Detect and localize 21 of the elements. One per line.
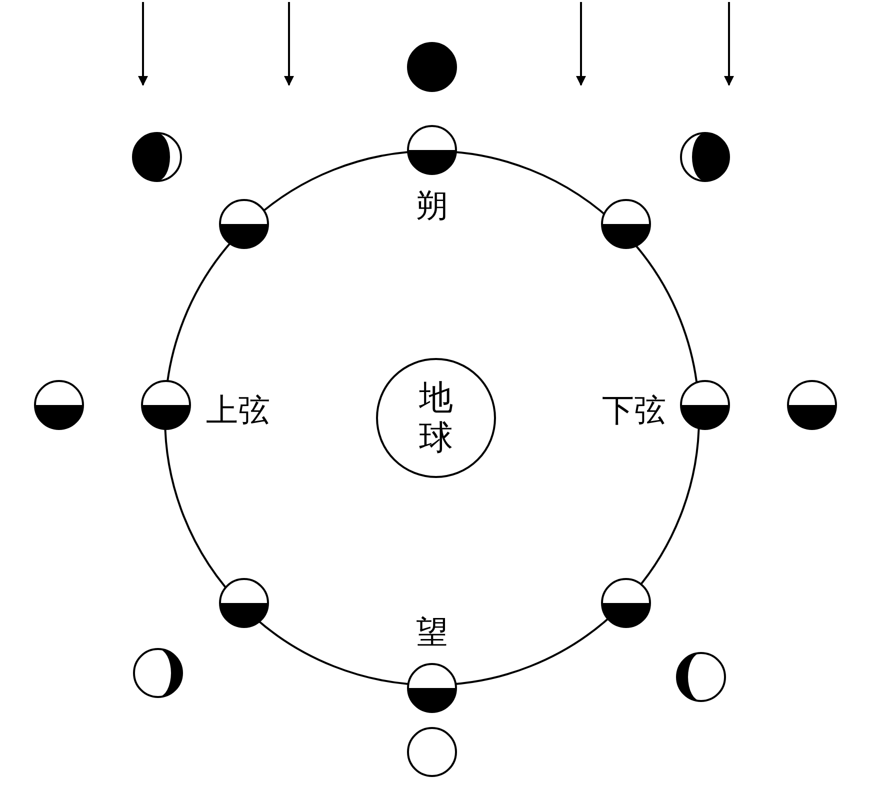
moon-phase-icon (679, 131, 731, 183)
phase-label: 朔 (416, 187, 448, 223)
phase-label: 上弦 (206, 392, 270, 428)
moon-phase-icon (406, 124, 458, 176)
moon-phase-icon (406, 41, 458, 93)
moon-phase-icon (33, 379, 85, 431)
moon-phase-icon (406, 662, 458, 714)
moon-phase-icon (140, 379, 192, 431)
phase-label: 望 (416, 614, 448, 650)
moon-phase-icon (218, 198, 270, 250)
moon-phase-icon (675, 651, 727, 703)
moon-phase-icon (600, 198, 652, 250)
earth-label: 地球 (418, 378, 454, 458)
phase-label: 下弦 (602, 392, 666, 428)
moon-phase-icon (132, 647, 184, 699)
moon-phase-icon (131, 131, 183, 183)
moon-phase-icon (786, 379, 838, 431)
moon-phase-icon (679, 379, 731, 431)
moon-phase-icon (218, 577, 270, 629)
moon-phase-icon (406, 726, 458, 778)
moon-phase-icon (600, 577, 652, 629)
